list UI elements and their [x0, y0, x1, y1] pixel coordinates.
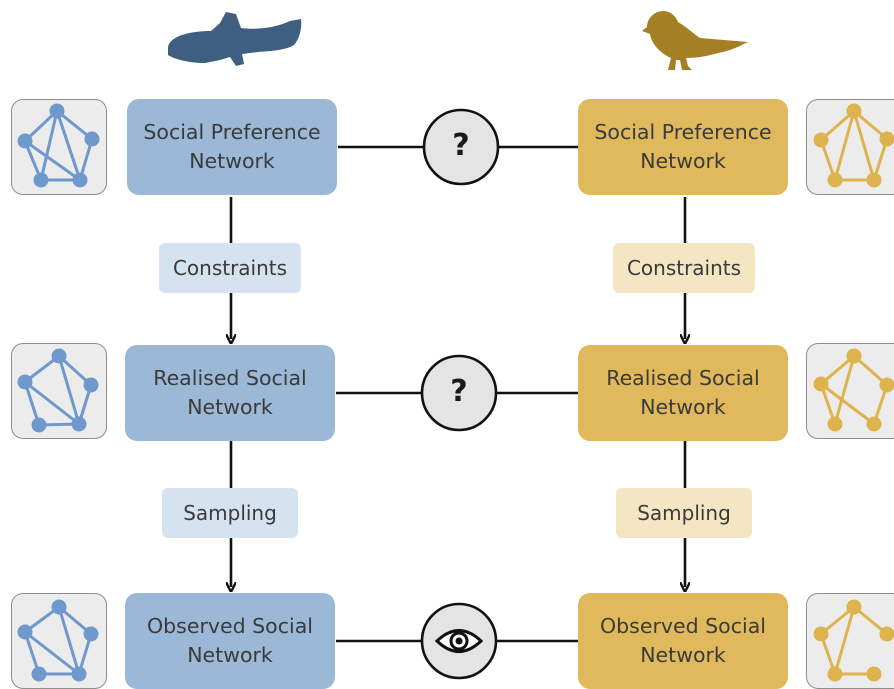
sampling-tag-right: Sampling [616, 488, 752, 538]
network-thumbnail-left-3 [11, 593, 107, 689]
eye-icon [434, 629, 484, 653]
question-mark-2: ? [450, 374, 468, 409]
box-label-line: Network [640, 643, 726, 667]
network-thumbnail-right-2 [806, 343, 894, 439]
box-label-line: Realised Social [153, 366, 307, 390]
realised-social-network-box-left: Realised Social Network [125, 345, 335, 441]
network-thumbnail-right-3 [806, 593, 894, 689]
sampling-tag-left: Sampling [162, 488, 298, 538]
network-thumbnail-right-1 [806, 99, 894, 195]
observed-social-network-box-left: Observed Social Network [125, 593, 335, 689]
box-label-line: Social Preference [143, 120, 321, 144]
box-label-line: Observed Social [600, 614, 766, 638]
box-label-line: Observed Social [147, 614, 313, 638]
box-label-line: Network [187, 395, 273, 419]
box-label-line: Social Preference [594, 120, 772, 144]
realised-social-network-box-right: Realised Social Network [578, 345, 788, 441]
question-circle-1 [422, 108, 500, 186]
question-mark-1: ? [452, 128, 470, 163]
box-label-line: Network [640, 149, 726, 173]
network-graph-icon [813, 103, 894, 188]
network-graph-icon [813, 348, 894, 432]
network-graph-icon [813, 599, 894, 682]
network-thumbnail-left-1 [11, 99, 107, 195]
constraints-tag-right: Constraints [613, 243, 755, 293]
social-preference-network-box-right: Social Preference Network [578, 99, 788, 195]
network-graph-icon [17, 103, 100, 188]
observed-social-network-box-right: Observed Social Network [578, 593, 788, 689]
network-thumbnail-left-2 [11, 343, 107, 439]
constraints-tag-left: Constraints [159, 243, 301, 293]
bird-icon [642, 11, 748, 70]
box-label-line: Network [640, 395, 726, 419]
box-label-line: Realised Social [606, 366, 760, 390]
box-label-line: Network [187, 643, 273, 667]
box-label-line: Network [189, 149, 275, 173]
network-graph-icon [17, 348, 99, 433]
network-graph-icon [17, 599, 99, 682]
fish-icon [168, 12, 302, 66]
question-circle-2 [420, 354, 498, 432]
social-preference-network-box-left: Social Preference Network [127, 99, 337, 195]
